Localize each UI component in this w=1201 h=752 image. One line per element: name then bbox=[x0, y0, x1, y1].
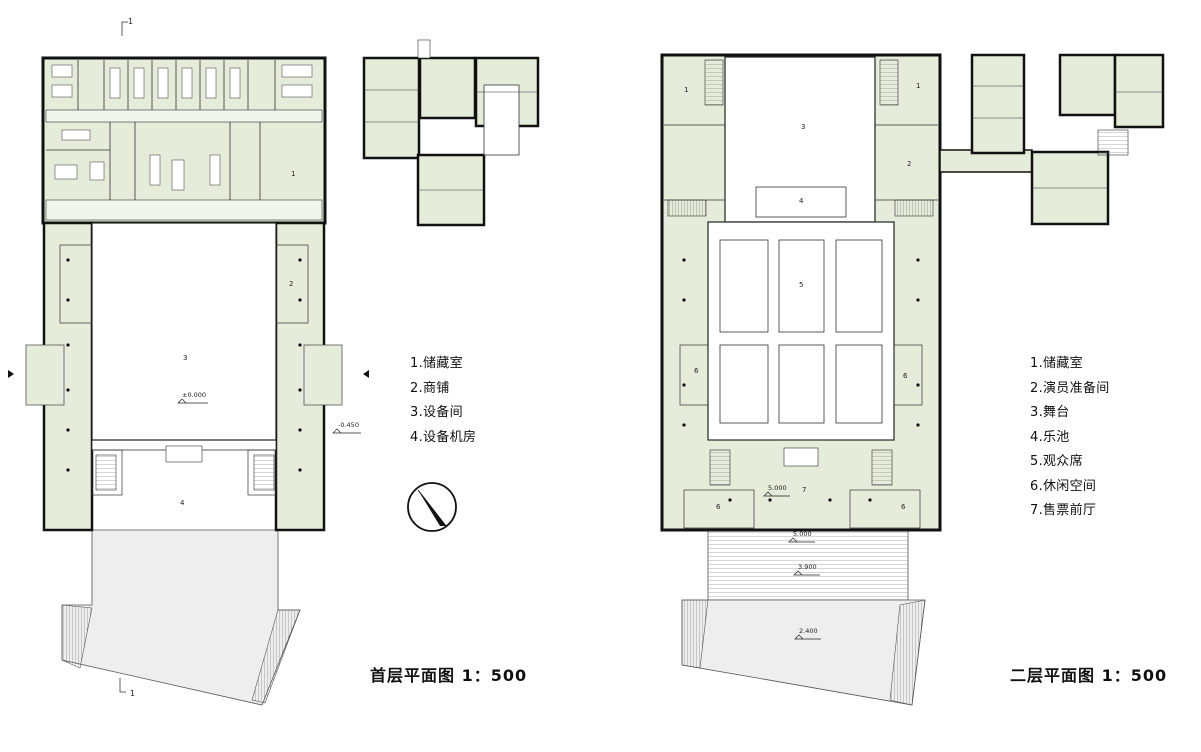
ground-elevation-mark-side bbox=[332, 428, 361, 434]
ground-south-corridor bbox=[45, 199, 323, 221]
ground-equipment-hall bbox=[91, 222, 277, 441]
upper-stair-ne bbox=[879, 59, 899, 106]
upper-legend-item: 7.售票前厅 bbox=[1030, 503, 1097, 518]
upper-plaza-steps-left bbox=[681, 599, 709, 669]
ground-north-corridor bbox=[45, 109, 323, 123]
ground-elevation-mark-main bbox=[177, 398, 208, 404]
upper-floor-legend: 1.储藏室 2.演员准备间 3.舞台 4.乐池 5.观众席 6.休闲空间 7.售… bbox=[1030, 352, 1110, 524]
upper-room-3-label: 3 bbox=[801, 123, 805, 131]
ground-office-cells bbox=[46, 60, 276, 200]
upper-legend-item: 3.舞台 bbox=[1030, 405, 1070, 420]
upper-elevation-plaza: 2.400 bbox=[799, 627, 818, 635]
upper-elevation-mark-lobby bbox=[763, 491, 790, 497]
upper-elevation-mark-plaza bbox=[794, 634, 821, 640]
upper-annex bbox=[970, 53, 1165, 226]
ground-east-stair bbox=[253, 454, 275, 491]
upper-stair-se bbox=[871, 449, 893, 486]
section-mark-bottom bbox=[119, 678, 126, 693]
ground-entrance-ramp bbox=[61, 529, 301, 706]
north-arrow bbox=[407, 482, 457, 532]
ground-ramp-steps-right bbox=[251, 609, 301, 704]
section-mark-bottom-label: 1 bbox=[130, 689, 135, 698]
upper-entrance-plaza bbox=[681, 599, 926, 706]
ground-legend-item: 4.设备机房 bbox=[410, 429, 477, 445]
ground-ramp-steps-left bbox=[61, 604, 93, 669]
ground-east-entry-arrow bbox=[363, 370, 369, 378]
section-mark-top bbox=[121, 21, 128, 36]
upper-room-2-label: 2 bbox=[907, 160, 911, 168]
upper-elevation-lobby: 5.000 bbox=[768, 484, 787, 492]
ground-elevation-side: -0.450 bbox=[338, 421, 359, 429]
upper-room-1b-label: 1 bbox=[916, 82, 920, 90]
ground-wing-partitions bbox=[59, 244, 309, 496]
upper-legend-item: 4.乐池 bbox=[1030, 429, 1070, 445]
upper-elevation-stair: 3.900 bbox=[798, 563, 817, 571]
upper-floor-plan: 1 1 2 3 4 5 6 6 6 6 7 5.000 5.000 3.900 … bbox=[660, 53, 1165, 706]
ground-legend-item: 2.商铺 bbox=[410, 380, 450, 396]
upper-stair-e bbox=[894, 199, 934, 217]
ground-west-entrance bbox=[25, 344, 65, 406]
upper-plaza-steps-right bbox=[889, 599, 926, 706]
upper-room-7-label: 7 bbox=[802, 486, 806, 494]
ground-floor-title: 首层平面图 1：500 bbox=[370, 666, 528, 685]
upper-legend-item: 1.储藏室 bbox=[1030, 356, 1083, 371]
upper-stair-w bbox=[667, 199, 707, 217]
ground-legend-item: 1.储藏室 bbox=[410, 356, 463, 371]
ground-room-4-label: 4 bbox=[180, 499, 185, 507]
ground-west-stair bbox=[95, 454, 117, 491]
upper-seating-blocks bbox=[719, 239, 883, 424]
upper-room-6b-label: 6 bbox=[903, 372, 908, 380]
upper-stair-sw bbox=[709, 449, 731, 486]
upper-elevation-mark-stair bbox=[793, 570, 820, 576]
ground-floor-legend: 1.储藏室 2.商铺 3.设备间 4.设备机房 bbox=[410, 352, 476, 450]
upper-room-5-label: 5 bbox=[799, 281, 803, 289]
ground-floor-plan: 1 2 3 4 ±0.000 -0.450 bbox=[8, 17, 540, 706]
upper-columns bbox=[682, 258, 920, 502]
upper-ticket-counter bbox=[783, 447, 819, 467]
upper-floor-title: 二层平面图 1：500 bbox=[1010, 666, 1168, 685]
ground-elevation-main: ±0.000 bbox=[182, 391, 206, 399]
ground-east-entrance bbox=[303, 344, 343, 406]
ground-room-2-label: 2 bbox=[289, 280, 293, 288]
upper-legend-item: 2.演员准备间 bbox=[1030, 380, 1110, 396]
upper-stair-nw bbox=[704, 59, 724, 106]
upper-room-6a-label: 6 bbox=[694, 367, 699, 375]
upper-elevation-entry: 5.000 bbox=[793, 530, 812, 538]
ground-columns bbox=[66, 258, 302, 472]
upper-room-1a-label: 1 bbox=[684, 86, 688, 94]
upper-orchestra-pit bbox=[755, 186, 847, 218]
upper-elevation-mark-entry bbox=[788, 537, 815, 543]
upper-legend-item: 6.休闲空间 bbox=[1030, 478, 1097, 494]
ground-legend-item: 3.设备间 bbox=[410, 405, 463, 420]
ground-room-3-label: 3 bbox=[183, 354, 187, 362]
ground-west-entry-arrow bbox=[8, 370, 14, 378]
upper-legend-item: 5.观众席 bbox=[1030, 454, 1083, 469]
upper-room-6d-label: 6 bbox=[901, 503, 906, 511]
ground-furniture bbox=[51, 64, 313, 191]
upper-room-6c-label: 6 bbox=[716, 503, 721, 511]
upper-room-4-label: 4 bbox=[799, 197, 804, 205]
ground-annex bbox=[362, 39, 540, 227]
section-mark-top-label: 1 bbox=[128, 17, 133, 26]
ground-lobby-counter bbox=[165, 445, 203, 463]
ground-room-1-label: 1 bbox=[291, 170, 295, 178]
